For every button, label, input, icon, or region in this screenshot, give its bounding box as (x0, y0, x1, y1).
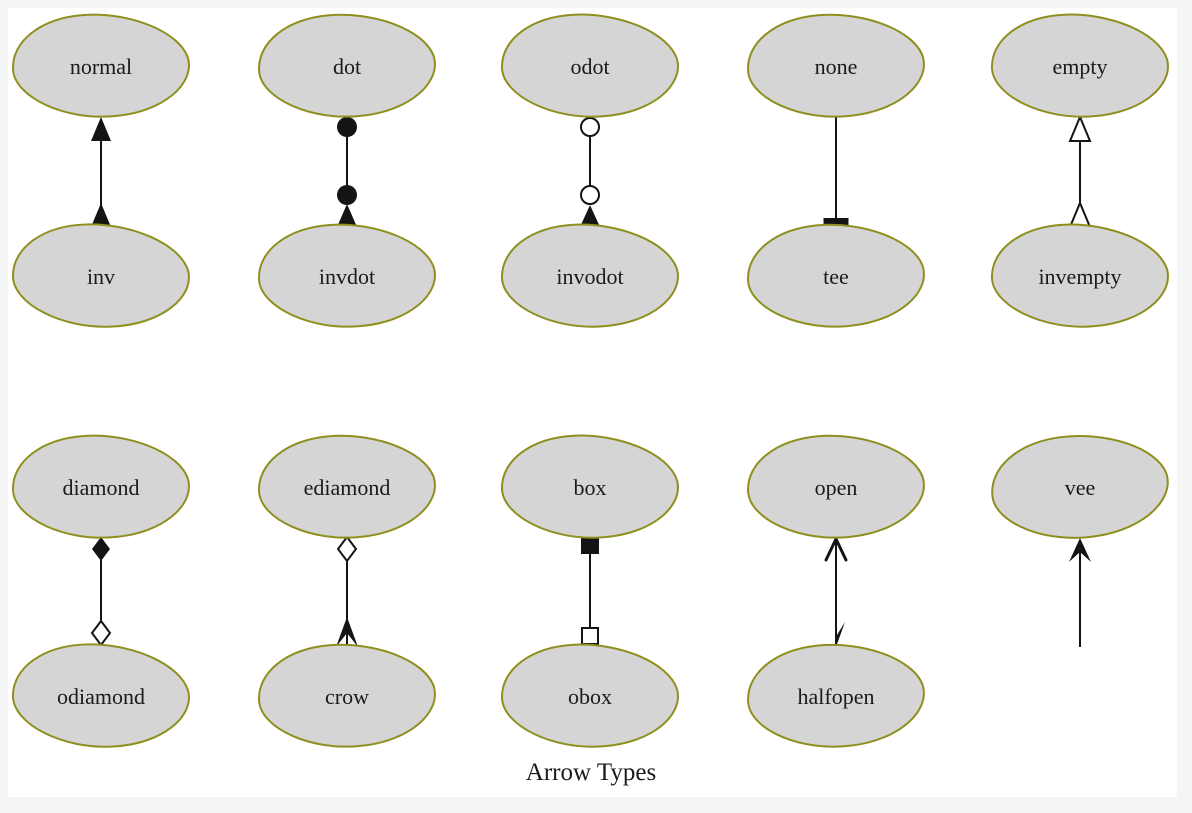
node-diamond: diamond (11, 434, 190, 539)
arrowhead-empty (1068, 114, 1092, 142)
arrowhead-open (824, 535, 848, 562)
node-label: empty (1053, 54, 1108, 79)
node-label: invempty (1038, 264, 1121, 289)
edge-open-halfopen (824, 535, 848, 647)
arrowhead-normal (91, 117, 111, 141)
arrowtail-invdot-dot (337, 185, 357, 205)
node-label: dot (333, 54, 361, 79)
node-open: open (746, 433, 926, 541)
node-label: odiamond (57, 684, 145, 709)
arrowhead-box (581, 537, 599, 554)
graph-title: Arrow Types (526, 759, 656, 786)
node-label: open (815, 475, 858, 500)
node-inv: inv (10, 220, 192, 331)
edge-vee (1069, 538, 1091, 647)
node-none: none (746, 12, 926, 120)
edge-none-tee (823, 116, 849, 225)
node-dot: dot (257, 12, 437, 120)
node-normal: normal (11, 13, 190, 118)
node-empty: empty (990, 12, 1170, 120)
node-invodot: invodot (500, 222, 680, 330)
edge-odot-invodot (580, 117, 600, 227)
arrowtail-tee (823, 218, 849, 225)
arrowhead-ediamond (336, 535, 358, 563)
node-halfopen: halfopen (745, 640, 927, 751)
node-label: ediamond (304, 475, 391, 500)
node-label: invdot (319, 264, 375, 289)
node-ediamond: ediamond (257, 433, 437, 541)
arrowtail-invdot-triangle (337, 204, 357, 227)
arrowhead-dot (337, 117, 357, 137)
node-vee: vee (987, 428, 1173, 545)
edge-ediamond-crow (336, 535, 358, 647)
node-obox: obox (500, 642, 680, 750)
arrowtail-invodot-triangle (580, 205, 600, 227)
node-odiamond: odiamond (10, 640, 192, 751)
node-crow: crow (257, 642, 437, 750)
arrowhead-vee (1069, 538, 1091, 562)
node-label: normal (70, 54, 132, 79)
node-tee: tee (746, 222, 926, 330)
arrowtail-invodot-odot (580, 185, 600, 205)
node-label: obox (568, 684, 612, 709)
node-label: invodot (556, 264, 623, 289)
node-label: inv (87, 264, 115, 289)
arrowhead-diamond (92, 537, 110, 561)
node-label: tee (823, 264, 849, 289)
node-label: diamond (63, 475, 140, 500)
node-label: vee (1065, 475, 1096, 500)
arrowtail-inv (91, 203, 111, 227)
node-label: odot (570, 54, 609, 79)
arrowtail-halfopen (836, 622, 845, 647)
node-label: halfopen (798, 684, 875, 709)
edge-normal-inv (91, 117, 111, 227)
node-label: none (815, 54, 858, 79)
node-invdot: invdot (257, 223, 436, 328)
node-box: box (500, 433, 680, 541)
node-label: box (574, 475, 607, 500)
edge-empty-invempty (1068, 114, 1092, 228)
node-odot: odot (500, 12, 680, 120)
arrowtail-crow (336, 617, 358, 647)
node-invempty: invempty (990, 222, 1170, 330)
node-label: crow (325, 684, 369, 709)
arrowtail-obox (581, 627, 599, 645)
edge-dot-invdot (337, 117, 357, 227)
arrowhead-odot (580, 117, 600, 137)
